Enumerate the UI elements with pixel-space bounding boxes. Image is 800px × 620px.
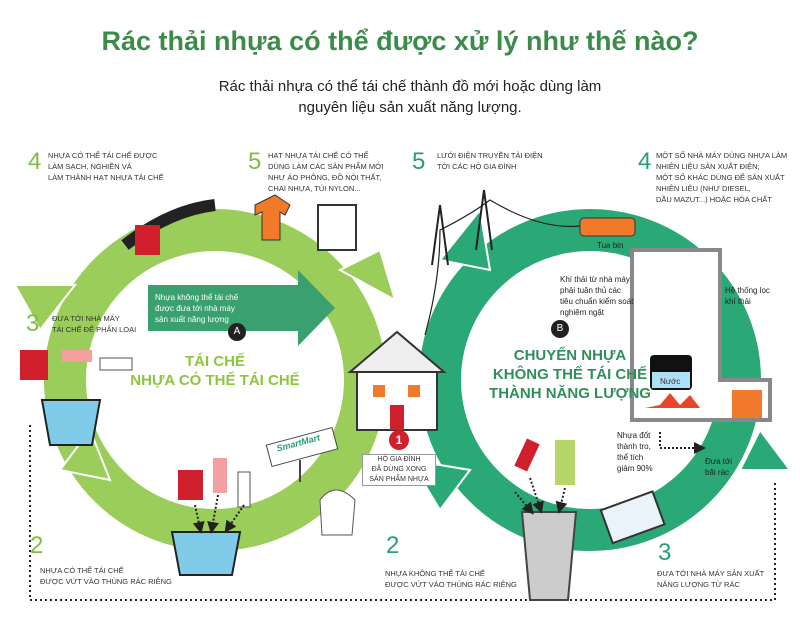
recycle-step-3-number: 3 — [26, 310, 40, 337]
recycle-step-5-text: Hạt nhựa tái chế có thể dùng làm các sản… — [268, 151, 384, 193]
recycle-arrowhead — [13, 284, 78, 332]
energy-step-2-text: Nhựa không thể tái chế được vứt vào thùn… — [385, 569, 517, 589]
recycle-step-4-number: 4 — [28, 148, 42, 175]
water-label: Nước — [660, 377, 681, 386]
energy-step-5-text: Lưới điện truyền tải điện tới các hộ gia… — [437, 151, 543, 171]
plastic-bag-icon — [319, 489, 356, 536]
recycle-step-5-number: 5 — [248, 148, 262, 175]
badge-a: A — [228, 323, 246, 341]
recycle-step-3-text: Đưa tới nhà máy tái chế để phân loại — [52, 314, 137, 334]
conveyor-icon — [121, 199, 216, 255]
recycle-step-4-text: Nhựa có thể tái chế được làm sạch, nghiề… — [48, 151, 164, 182]
dotted-return-path — [29, 425, 776, 601]
energy-step-5-number: 5 — [412, 148, 426, 175]
ash-label: Nhựa đốt thành tro, thể tích giảm 90% — [617, 431, 653, 473]
energy-heading: CHUYỂN NHỰA KHÔNG THỂ TÁI CHẾ THÀNH NĂNG… — [489, 347, 651, 402]
recycling-bin-icon — [40, 399, 102, 446]
recycle-arrowhead — [58, 427, 112, 482]
transfer-arrow — [148, 270, 335, 346]
power-tower-icon — [431, 189, 493, 266]
store-sign-icon — [265, 426, 339, 482]
household-text: Hộ gia đình đã dùng xong sản phẩm nhựa — [362, 454, 436, 486]
plastic-bottles-icon — [178, 458, 251, 508]
t-shirt-icon — [254, 194, 291, 241]
garbage-truck-icon — [599, 490, 666, 545]
energy-step-3-number: 3 — [658, 539, 672, 566]
power-line — [424, 199, 581, 336]
trash-can-icon — [520, 511, 578, 601]
badge-household: 1 — [389, 430, 409, 450]
recycle-heading: TÁI CHẾ NHỰA CÓ THỂ TÁI CHẾ — [130, 353, 300, 389]
emissions-label: Khí thải từ nhà máy phải tuân thủ các ti… — [560, 275, 634, 317]
energy-step-4-number: 4 — [638, 148, 652, 175]
energy-step-2-number: 2 — [386, 532, 400, 559]
turbine-label: Tua bin — [597, 241, 624, 250]
chair-icon — [317, 204, 357, 251]
energy-step-3-text: Đưa tới nhà máy sản xuất năng lượng từ r… — [657, 569, 765, 589]
plastic-bottles-icon — [20, 350, 133, 380]
energy-arrowhead — [438, 207, 492, 272]
recycling-bin-icon — [170, 531, 242, 576]
energy-step-4-text: Một số nhà máy dùng nhựa làm nhiên liệu … — [656, 151, 788, 204]
recycle-arrowhead — [337, 248, 397, 303]
page-title: Rác thải nhựa có thể được xử lý như thế … — [101, 26, 699, 56]
energy-arrowhead — [738, 428, 792, 471]
transfer-arrow-text: Nhựa không thể tái chế được đưa tới nhà … — [155, 293, 239, 324]
sort-arrows — [192, 432, 706, 534]
house-icon — [347, 330, 447, 431]
turbine-icon — [579, 217, 636, 237]
filter-label: Hệ thống lọc khí thải — [725, 286, 770, 306]
landfill-label: Đưa tới bãi rác — [705, 457, 733, 477]
plastic-waste-icon — [514, 438, 575, 485]
recycle-step-2-number: 2 — [30, 532, 44, 559]
recycle-step-2-text: Nhựa có thể tái chế được vứt vào thùng r… — [40, 566, 172, 586]
page-subtitle: Rác thải nhựa có thể tái chế thành đồ mớ… — [218, 78, 602, 116]
power-plant-icon — [630, 248, 772, 422]
badge-b: B — [551, 320, 569, 338]
